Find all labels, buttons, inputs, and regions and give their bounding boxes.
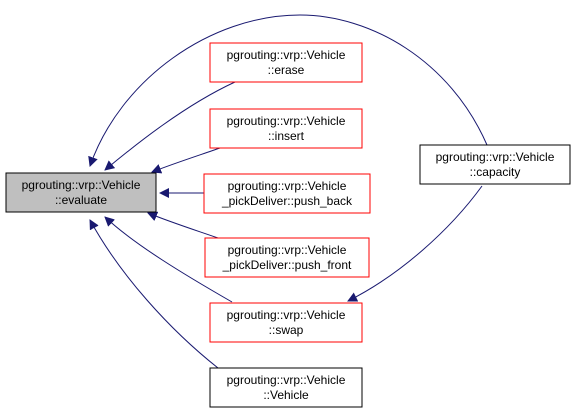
node-vehicle-line1: pgrouting::vrp::Vehicle — [227, 373, 346, 387]
node-push-back[interactable]: pgrouting::vrp::Vehicle _pickDeliver::pu… — [203, 173, 371, 214]
node-insert-line1: pgrouting::vrp::Vehicle — [227, 114, 346, 128]
edge-vehicle-to-evaluate — [89, 219, 219, 369]
node-capacity[interactable]: pgrouting::vrp::Vehicle ::capacity — [419, 144, 571, 185]
edge-insert-to-evaluate — [151, 147, 221, 174]
node-swap[interactable]: pgrouting::vrp::Vehicle ::swap — [209, 302, 363, 343]
node-swap-line1: pgrouting::vrp::Vehicle — [227, 308, 346, 322]
node-swap-line2: ::swap — [269, 323, 304, 337]
node-erase[interactable]: pgrouting::vrp::Vehicle ::erase — [209, 42, 363, 83]
edge-swap-to-evaluate — [104, 216, 233, 303]
node-push-back-line1: pgrouting::vrp::Vehicle — [228, 179, 347, 193]
node-evaluate-line1: pgrouting::vrp::Vehicle — [22, 178, 141, 192]
node-insert[interactable]: pgrouting::vrp::Vehicle ::insert — [209, 108, 363, 149]
edge-capacity-to-evaluate — [88, 14, 488, 167]
node-push-front[interactable]: pgrouting::vrp::Vehicle _pickDeliver::pu… — [204, 237, 370, 278]
node-push-front-line1: pgrouting::vrp::Vehicle — [228, 243, 347, 257]
node-push-front-line2: _pickDeliver::push_front — [222, 258, 352, 272]
node-push-back-line2: _pickDeliver::push_back — [221, 194, 353, 208]
node-insert-line2: ::insert — [268, 129, 305, 143]
edge-push-front-to-evaluate — [147, 211, 219, 239]
edges — [88, 14, 488, 369]
node-evaluate-line2: ::evaluate — [55, 193, 107, 207]
edge-erase-to-evaluate — [104, 81, 236, 171]
node-capacity-line2: ::capacity — [470, 165, 521, 179]
node-vehicle-line2: ::Vehicle — [263, 388, 309, 402]
node-capacity-line1: pgrouting::vrp::Vehicle — [436, 150, 555, 164]
edge-capacity-to-swap — [347, 185, 483, 302]
node-vehicle[interactable]: pgrouting::vrp::Vehicle ::Vehicle — [209, 367, 363, 408]
node-erase-line1: pgrouting::vrp::Vehicle — [227, 48, 346, 62]
node-evaluate[interactable]: pgrouting::vrp::Vehicle ::evaluate — [5, 172, 157, 213]
node-erase-line2: ::erase — [268, 63, 305, 77]
